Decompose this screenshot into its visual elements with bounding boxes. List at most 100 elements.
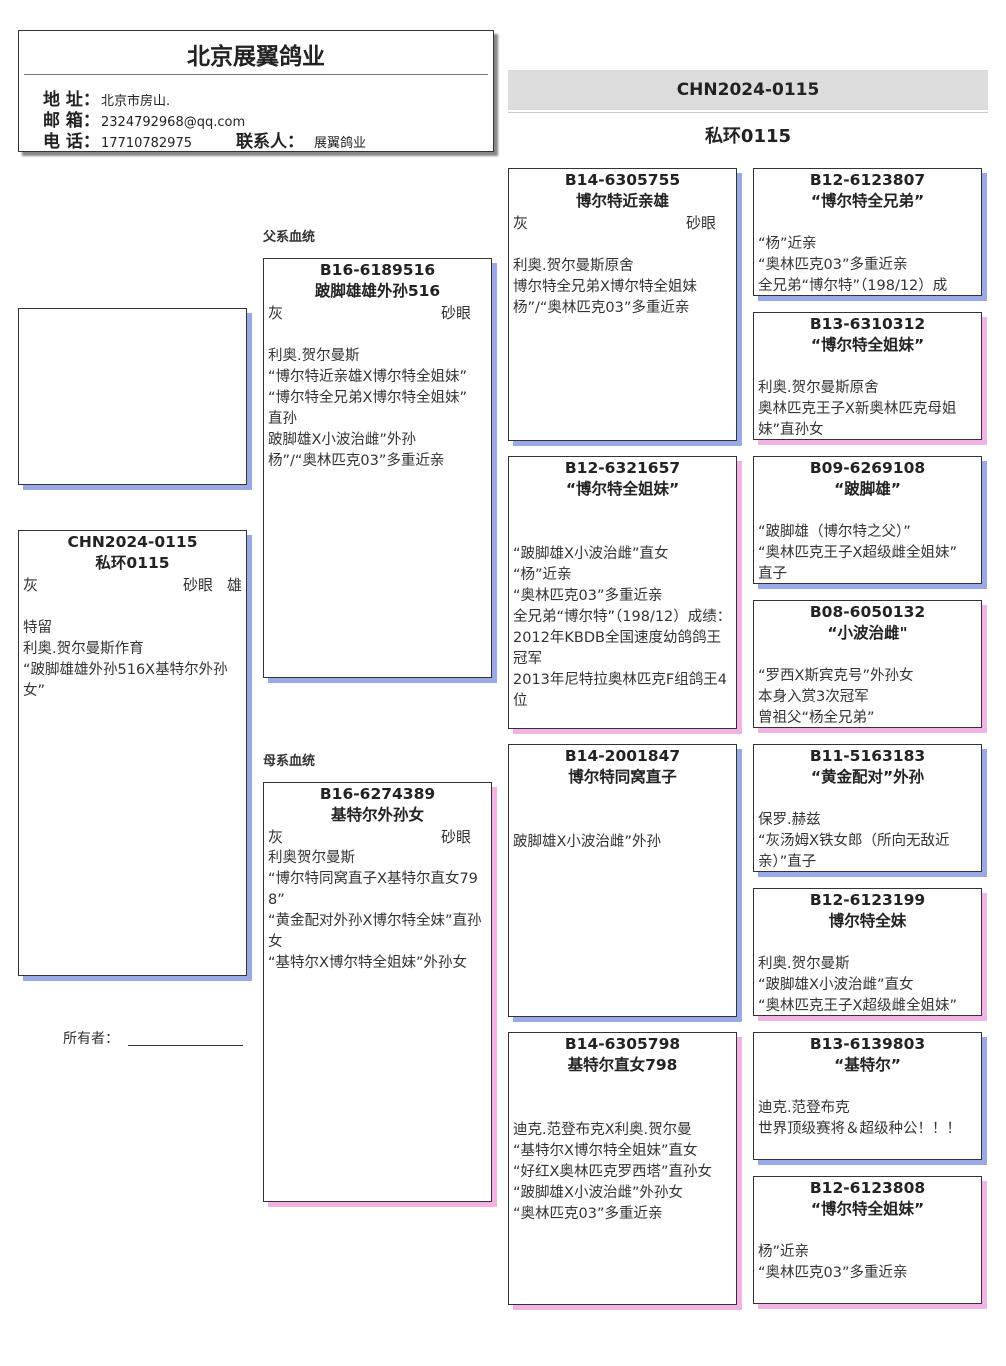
eye-type: 砂眼 [182,576,213,594]
description-line: 迪克.范登布克 [758,1100,850,1116]
description-line: “跛脚雄X小波治雌”直女 [758,977,914,993]
description-line: 跛脚雄X小波治雌”外孙 [513,834,661,850]
owner-signature-line[interactable] [128,1045,243,1046]
ring-number: CHN2024-0115 [67,533,198,551]
eye-type: 砂眼 [440,828,471,846]
description: 利奥.贺尔曼斯“博尔特近亲雄X博尔特全姐妹”“博尔特全兄弟X博尔特全姐妹”直孙跛… [264,346,491,472]
breeder-header: 北京展翼鸽业 地 址： 北京市房山. 邮 箱： 2324792968@qq.co… [18,30,494,152]
description-line: 博尔特全兄弟X博尔特全姐妹 [513,279,697,295]
ring-number: B14-6305755 [564,171,681,189]
pigeon-name: 基特尔外孙女 [330,806,424,824]
description: “杨”近亲 “奥林匹克03”多重近亲全兄弟“博尔特”（198/12）成 [754,234,981,295]
description: 利奥.贺尔曼斯原舍博尔特全兄弟X博尔特全姐妹杨”/“奥林匹克03”多重近亲 [509,256,736,319]
feather-color: 灰 [23,576,39,594]
ring-number: B14-6305798 [564,1035,681,1053]
pigeon-name: “博尔特全兄弟” [810,192,925,210]
description-line: 迪克.范登布克X利奥.贺尔曼 [513,1122,692,1138]
description-line: “奥林匹克王子X超级雌全姐妹” [758,998,957,1014]
pigeon-name: 博尔特同窝直子 [568,768,677,786]
description-line: “跛脚雄（博尔特之父）” [758,524,911,540]
description-line: “基特尔X博尔特全姐妹”直女 [513,1143,698,1159]
pigeon-name: “博尔特全姐妹” [810,336,925,354]
ancestor-card[interactable]: B11-5163183“黄金配对”外孙保罗.赫兹“灰汤姆X铁女郎（所向无敌近亲）… [753,744,982,872]
dam-line-label: 母系血统 [263,754,316,769]
email-row: 邮 箱： 2324792968@qq.com [43,106,245,131]
pigeon-name: 博尔特全妹 [828,912,907,930]
pigeon-name: “基特尔” [834,1056,901,1074]
pedigree-ring-banner: CHN2024-0115 [508,70,988,110]
description-line: “博尔特同窝直子X基特尔直女798” [268,871,478,908]
description-line: “跛脚雄雄外孙516X基特尔外孙女” [23,662,228,699]
description-line: 利奥.贺尔曼斯 [758,956,850,972]
description: 跛脚雄X小波治雌”外孙 [509,832,736,853]
description-line: “好红X奥林匹克罗西塔”直孙女 [513,1164,712,1180]
ring-number: B12-6123807 [809,171,926,189]
description: 迪克.范登布克世界顶级赛将＆超级种公！！！ [754,1098,981,1140]
description-line: “杨”近亲 [758,236,817,252]
pigeon-name: 基特尔直女798 [567,1056,678,1074]
description: 迪克.范登布克X利奥.贺尔曼 “基特尔X博尔特全姐妹”直女 “好红X奥林匹克罗西塔”… [509,1120,736,1225]
photo-placeholder [18,308,247,485]
phone-row: 电 话： 17710782975 联系人： 展翼鸽业 [43,127,366,152]
ring-number: B13-6310312 [809,315,926,333]
granddam-paternal-card[interactable]: B12-6321657“博尔特全姐妹”“跛脚雄X小波治雌”直女“杨”近亲“奥林匹… [508,456,737,729]
sire-line-label: 父系血统 [263,230,316,245]
email-label: 邮 箱： [43,111,100,131]
contact-value: 展翼鸽业 [313,136,366,151]
description-line: “黄金配对外孙X博尔特全妹”直孙女 [268,913,482,950]
phone-value: 17710782975 [101,136,192,151]
eye-sex-group: 砂眼 [441,302,487,324]
description-line: 2013年尼特拉奥林匹克F组鸽王4位 [513,672,727,709]
company-name: 北京展翼鸽业 [187,44,325,70]
description-line: 曾祖父“杨全兄弟” [758,710,875,726]
ancestor-card[interactable]: B12-6123808“博尔特全姐妹”杨”近亲“奥林匹克03”多重近亲 [753,1176,982,1304]
feather-color: 灰 [268,828,284,846]
description-line: 利奥.贺尔曼斯原舍 [513,258,634,274]
pigeon-name: 跛脚雄雄外孙516 [314,282,441,300]
description-line: “跛脚雄X小波治雌”外孙女 [513,1185,683,1201]
ancestor-card[interactable]: B13-6310312“博尔特全姐妹”利奥.贺尔曼斯原舍奥林匹克王子X新奥林匹克… [753,312,982,440]
ring-number: B13-6139803 [809,1035,926,1053]
ring-number: B12-6321657 [564,459,681,477]
description-line: “罗西X斯宾克号”外孙女 [758,668,914,684]
eye-type: 砂眼 [685,214,716,232]
ancestor-card[interactable]: B08-6050132“小波治雌"“罗西X斯宾克号”外孙女本身入赏3次冠军曾祖父… [753,600,982,728]
attribute-row: 灰砂眼 [509,212,736,234]
description-line: “奥林匹克03”多重近亲 [513,588,663,604]
description-line: 利奥.贺尔曼斯作育 [23,641,144,657]
description-line: “杨”近亲 [513,567,572,583]
description-line: “灰汤姆X铁女郎（所向无敌近亲）”直子 [758,833,950,870]
sex: 雄 [226,576,242,594]
ancestor-card[interactable]: B13-6139803 “基特尔” 迪克.范登布克世界顶级赛将＆超级种公！！！ [753,1032,982,1160]
address-label: 地 址： [43,90,100,110]
description-line: 利奥.贺尔曼斯 [268,348,360,364]
description: 保罗.赫兹 “灰汤姆X铁女郎（所向无敌近亲）”直子 [754,810,981,871]
description-line: 直子 [758,566,787,582]
granddam-maternal-card[interactable]: B14-6305798 基特尔直女798 迪克.范登布克X利奥.贺尔曼 “基特尔X博尔… [508,1032,737,1305]
description-line: 利奥贺尔曼斯 [268,850,355,866]
divider [24,74,488,75]
description: 利奥.贺尔曼斯 “跛脚雄X小波治雌”直女 “奥林匹克王子X超级雌全姐妹” [754,954,981,1015]
grandsire-paternal-card[interactable]: B14-6305755 博尔特近亲雄灰砂眼利奥.贺尔曼斯原舍博尔特全兄弟X博尔特全… [508,168,737,441]
description-line: 本身入赏3次冠军 [758,689,869,705]
divider [508,112,988,113]
description-line: 利奥.贺尔曼斯原舍 [758,380,879,396]
pedigree-name-title: 私环0115 [704,126,792,147]
eye-sex-group: 砂眼 [686,212,732,234]
description-line: “奥林匹克03”多重近亲 [758,257,908,273]
description-line: 保罗.赫兹 [758,812,821,828]
description-line: “基特尔X博尔特全姐妹”外孙女 [268,955,467,971]
pigeon-name: 博尔特近亲雄 [575,192,669,210]
ancestor-card[interactable]: B09-6269108“跛脚雄”“跛脚雄（博尔特之父）”“奥林匹克王子X超级雌全… [753,456,982,584]
pigeon-name: “黄金配对”外孙 [810,768,925,786]
ancestor-card[interactable]: B12-6123807 “博尔特全兄弟” “杨”近亲 “奥林匹克03”多重近亲全兄弟… [753,168,982,296]
description: 特留利奥.贺尔曼斯作育“跛脚雄雄外孙516X基特尔外孙女” [19,618,246,702]
address-row: 地 址： 北京市房山. [43,85,170,110]
description-line: “奥林匹克03”多重近亲 [758,1265,908,1281]
description-line: “奥林匹克王子X超级雌全姐妹” [758,545,957,561]
